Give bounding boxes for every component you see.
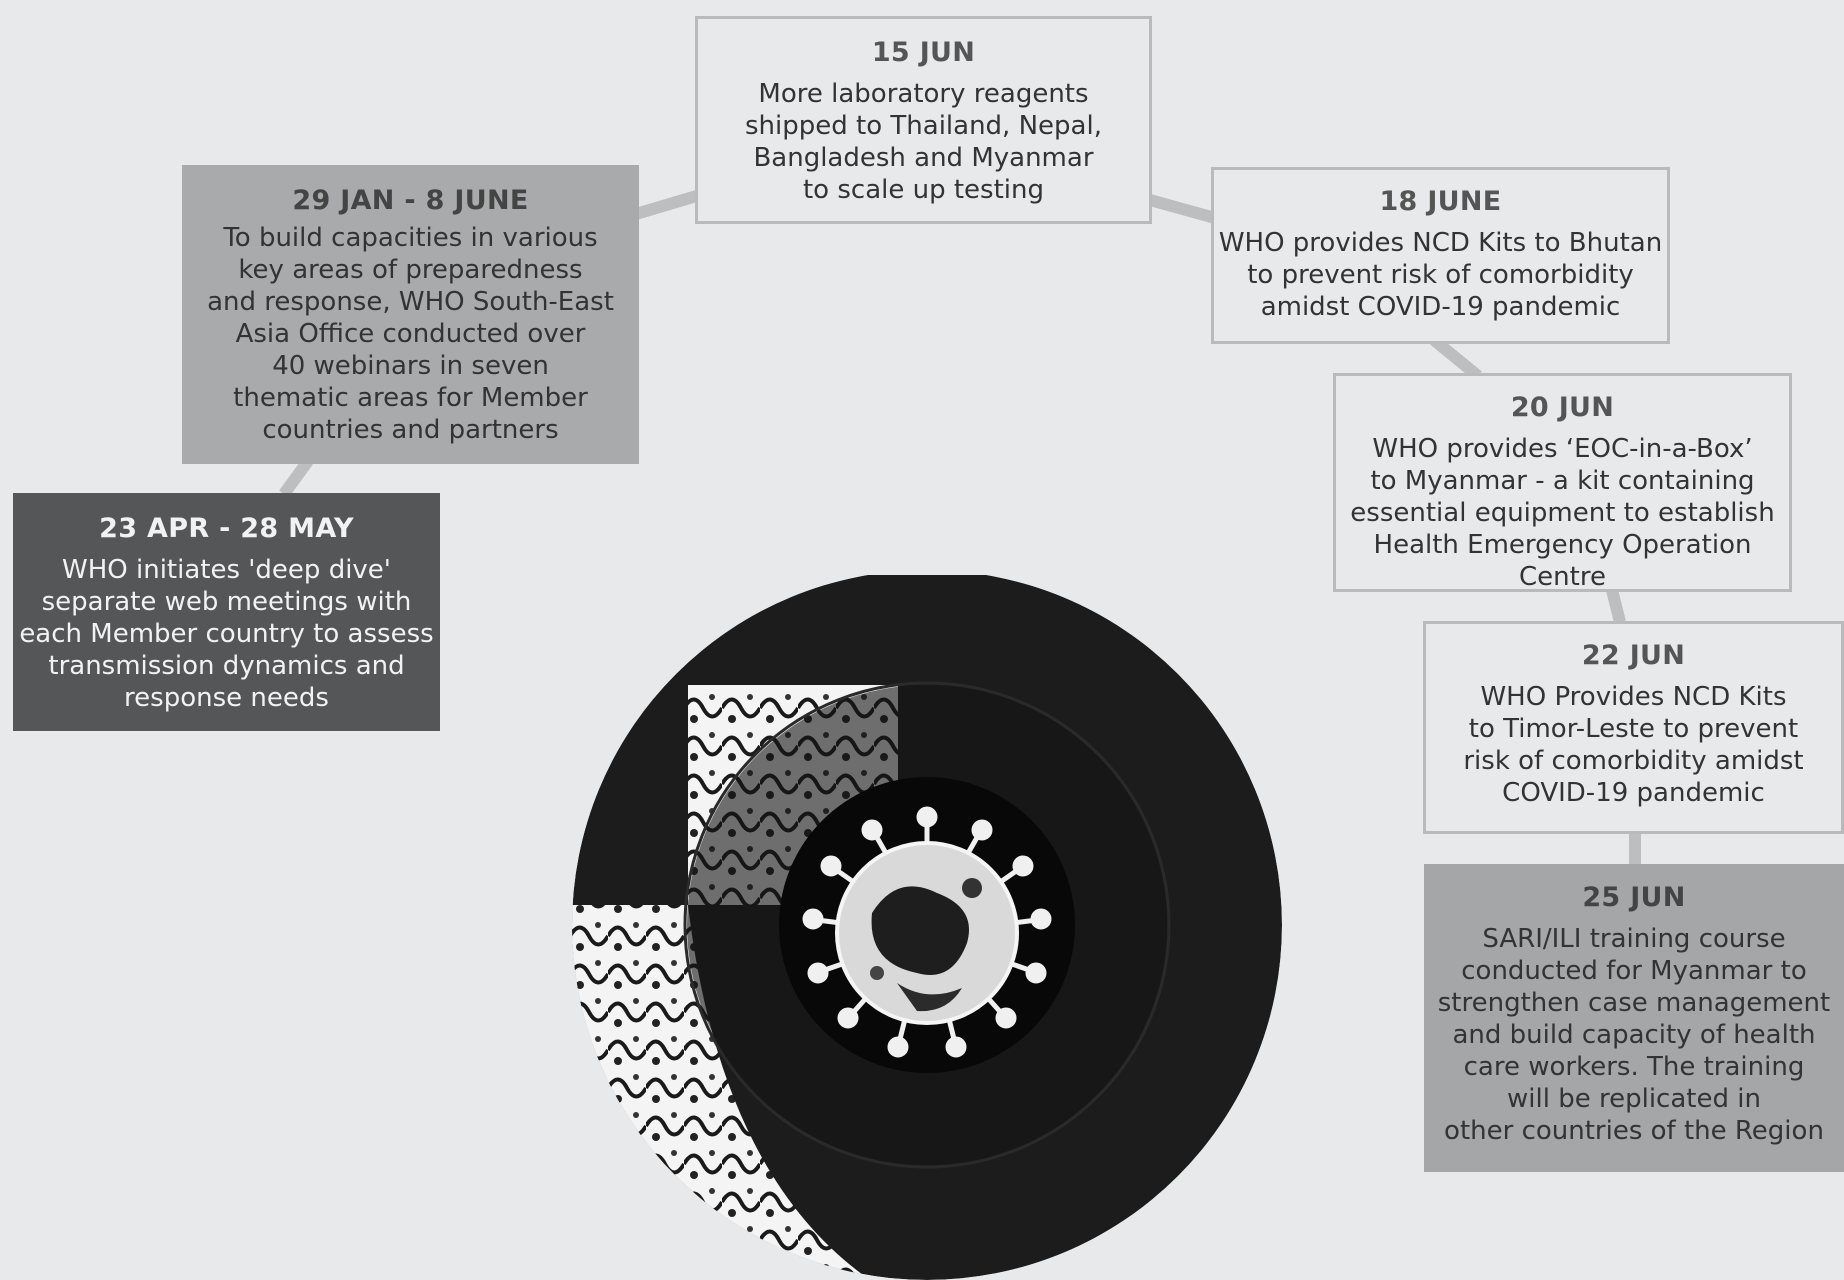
event-text: WHO provides ‘EOC-in-a-Box’ to Myanmar -… — [1350, 434, 1775, 592]
event-card-25-jun: 25 JUN SARI/ILI training course conducte… — [1424, 864, 1844, 1172]
event-date: 25 JUN — [1582, 882, 1686, 913]
connector-3 — [1430, 335, 1482, 381]
connector-1 — [634, 189, 702, 220]
event-date: 22 JUN — [1581, 640, 1686, 671]
event-text: WHO initiates 'deep dive' separate web m… — [19, 555, 434, 713]
event-text: SARI/ILI training course conducted for M… — [1437, 924, 1831, 1146]
connector-2 — [1148, 194, 1217, 224]
event-date: 29 JAN - 8 JUNE — [292, 185, 529, 216]
event-card-22-jun: 22 JUN WHO Provides NCD Kits to Timor-Le… — [1423, 621, 1844, 834]
connector-6 — [279, 457, 313, 498]
event-text: WHO Provides NCD Kits to Timor-Leste to … — [1463, 682, 1804, 808]
event-card-20-jun: 20 JUN WHO provides ‘EOC-in-a-Box’ to My… — [1333, 373, 1792, 592]
coronavirus-icon — [802, 806, 1052, 1058]
event-card-15-jun: 15 JUN More laboratory reagents shipped … — [695, 16, 1152, 224]
coronavirus-graphic — [572, 575, 1282, 1280]
event-date: 18 JUNE — [1379, 186, 1502, 217]
event-text: To build capacities in various key areas… — [207, 223, 614, 445]
event-date: 20 JUN — [1510, 392, 1615, 423]
event-date: 15 JUN — [871, 37, 976, 68]
connector-4 — [1606, 588, 1626, 624]
event-card-18-june: 18 JUNE WHO provides NCD Kits to Bhutan … — [1211, 167, 1670, 344]
event-card-29-jan-8-june: 29 JAN - 8 JUNE To build capacities in v… — [182, 165, 639, 464]
event-date: 23 APR - 28 MAY — [99, 513, 354, 544]
event-text: More laboratory reagents shipped to Thai… — [745, 79, 1102, 205]
event-card-23-apr-28-may: 23 APR - 28 MAY WHO initiates 'deep dive… — [13, 493, 440, 731]
event-text: WHO provides NCD Kits to Bhutan to preve… — [1218, 228, 1663, 322]
